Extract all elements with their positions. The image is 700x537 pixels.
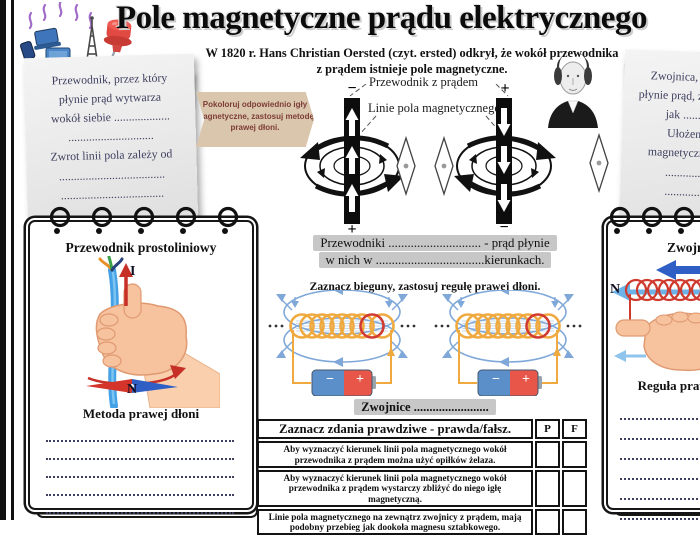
page-title: Pole magnetyczne prądu elektrycznego xyxy=(116,0,647,36)
answer-cell-p-row1[interactable] xyxy=(535,441,560,468)
terminal-minus-left-top: − xyxy=(347,80,357,97)
fill-in-text[interactable]: Zwojnice ........................ xyxy=(354,399,496,415)
notebook-left-caption: Metoda prawej dłoni xyxy=(82,406,200,421)
page-border-outer xyxy=(0,0,6,520)
battery1-plus: + xyxy=(356,372,364,387)
spiral-binding-left xyxy=(49,206,239,234)
statement-text: Linie pola magnetycznego na zewnątrz zwo… xyxy=(257,508,533,536)
answer-cell-p-row2[interactable] xyxy=(535,469,560,507)
solenoid-diagrams xyxy=(268,290,582,396)
pushpin-icon xyxy=(103,19,132,74)
write-lines-right xyxy=(620,402,700,522)
truth-table-header: Zaznacz zdania prawdziwe - prawda/fałsz. xyxy=(257,419,533,440)
write-line[interactable] xyxy=(620,422,700,440)
write-line[interactable] xyxy=(46,426,234,442)
conductor-label: Przewodnik z prądem xyxy=(369,75,478,89)
sticky-note-left: Przewodnik, przez który płynie prąd wytw… xyxy=(23,53,199,225)
right-hand-rule-straight-wire-illustration xyxy=(86,256,220,408)
write-line[interactable] xyxy=(620,442,700,460)
right-hand-rule-coil-illustration xyxy=(612,260,700,372)
write-line[interactable] xyxy=(46,480,234,496)
fill-in-text[interactable]: Przewodniki ............................… xyxy=(313,235,557,251)
spiral-binding-right xyxy=(609,206,695,234)
answer-cell-f-row3[interactable] xyxy=(562,508,587,536)
answer-cell-p-row3[interactable] xyxy=(535,508,560,536)
oersted-portrait xyxy=(548,51,598,128)
battery2-plus: + xyxy=(522,372,530,387)
answer-cell-f-row1[interactable] xyxy=(562,441,587,468)
truth-table-header-row: Zaznacz zdania prawdziwe - prawda/fałsz.… xyxy=(257,419,587,440)
column-header-false: F xyxy=(562,419,587,440)
write-lines-left xyxy=(46,426,234,516)
coils-task-caption: Zaznacz bieguny, zastosuj regułę prawej … xyxy=(309,280,541,293)
answer-cell-f-row2[interactable] xyxy=(562,469,587,507)
task-callout-banner: Pokoloruj odpowiednio igły magnetyczne, … xyxy=(196,92,314,147)
current-label: I xyxy=(130,264,136,279)
notebook-left: Przewodnik prostoliniowy I N Metoda praw… xyxy=(28,220,254,514)
notebook-left-title: Przewodnik prostoliniowy xyxy=(65,240,217,255)
write-line[interactable] xyxy=(46,444,234,460)
page-border-inner xyxy=(11,0,14,520)
statement-text: Aby wyznaczyć kierunek linii pola magnet… xyxy=(257,469,533,507)
notebook-right-title: Zwojnica xyxy=(667,240,700,255)
truth-table: Zaznacz zdania prawdziwe - prawda/fałsz.… xyxy=(257,419,587,537)
north-pole-label: N xyxy=(610,282,621,297)
terminal-minus-right-bottom: − xyxy=(499,219,509,236)
fill-in-text[interactable]: w nich w ...............................… xyxy=(318,252,552,268)
column-header-true: P xyxy=(535,419,560,440)
intro-text: W 1820 r. Hans Christian Oersted (czyt. … xyxy=(205,46,619,77)
terminal-plus-right-top: + xyxy=(500,80,510,97)
fill-in-conductors-line2: w nich w ...............................… xyxy=(290,252,580,268)
table-row: Aby wyznaczyć kierunek linii pola magnet… xyxy=(257,441,587,468)
terminal-plus-left-bottom: + xyxy=(347,221,357,238)
write-line[interactable] xyxy=(620,462,700,480)
write-line[interactable] xyxy=(46,498,234,514)
write-line[interactable] xyxy=(620,502,700,520)
write-line[interactable] xyxy=(46,462,234,478)
write-line[interactable] xyxy=(620,402,700,420)
table-row: Linie pola magnetycznego na zewnątrz zwo… xyxy=(257,508,587,536)
fill-in-conductors-line1: Przewodniki ............................… xyxy=(290,235,580,251)
battery2-minus: − xyxy=(492,372,500,387)
notebook-right: Zwojnica N Reguła prawej dłoni xyxy=(606,220,700,520)
conductor-field-diagram xyxy=(300,84,609,224)
coils-fill-label: Zwojnice ........................ xyxy=(330,399,520,415)
table-row: Aby wyznaczyć kierunek linii pola magnet… xyxy=(257,469,587,507)
write-line[interactable] xyxy=(620,482,700,500)
field-lines-label: Linie pola magnetycznego xyxy=(368,101,501,115)
statement-text: Aby wyznaczyć kierunek linii pola magnet… xyxy=(257,441,533,468)
north-pole-label: N xyxy=(127,382,138,397)
battery1-minus: − xyxy=(326,372,334,387)
notebook-right-caption: Reguła prawej dłoni xyxy=(637,378,700,393)
